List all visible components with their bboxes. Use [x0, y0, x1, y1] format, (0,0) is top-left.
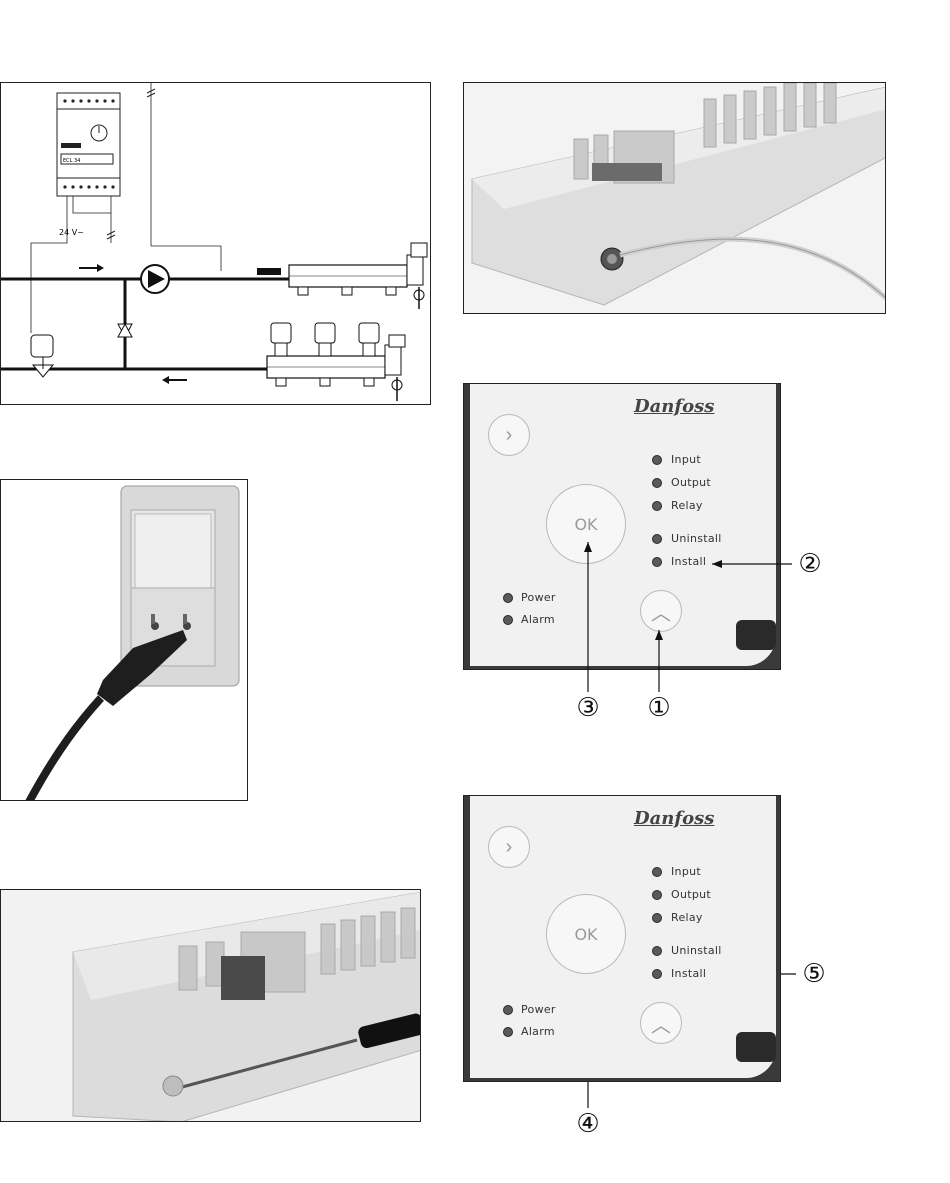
uninstall-led [652, 946, 662, 956]
install-led-label: Install [671, 967, 706, 980]
danfoss-logo: Danfoss [634, 808, 714, 829]
callout-2: ② [796, 550, 824, 578]
callout-4: ④ [574, 1110, 602, 1138]
callout-3: ③ [574, 694, 602, 722]
callout-1: ① [645, 694, 673, 722]
ok-label: OK [574, 925, 597, 944]
output-led [652, 890, 662, 900]
relay-led-label: Relay [671, 911, 703, 924]
panel-corner-shadow [736, 1032, 776, 1062]
install-led [652, 969, 662, 979]
ok-button[interactable]: OK [546, 894, 626, 974]
power-led-label: Power [521, 1003, 556, 1016]
input-led [652, 867, 662, 877]
control-panel-install-bottom: Danfoss › OK ︿ Input Output Relay Uninst… [463, 795, 781, 1082]
up-button[interactable]: ︿ [640, 1002, 682, 1044]
output-led-label: Output [671, 888, 711, 901]
power-led [503, 1005, 513, 1015]
input-led-label: Input [671, 865, 701, 878]
relay-led [652, 913, 662, 923]
alarm-led-label: Alarm [521, 1025, 555, 1038]
alarm-led [503, 1027, 513, 1037]
uninstall-led-label: Uninstall [671, 944, 722, 957]
next-button[interactable]: › [488, 826, 530, 868]
callout-5: ⑤ [800, 960, 828, 988]
